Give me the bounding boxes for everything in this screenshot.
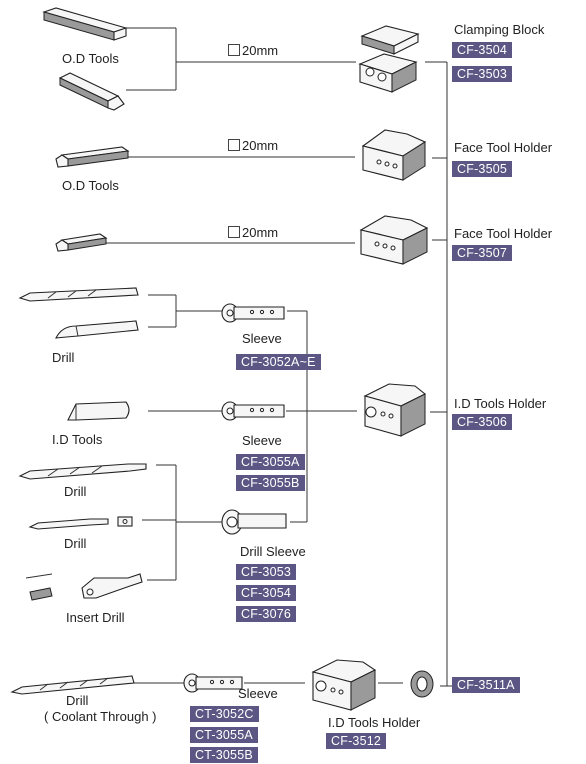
part-code-badge: CF-3055B <box>236 475 305 491</box>
holder-block-icon <box>355 124 431 186</box>
sleeve-label: Sleeve <box>242 433 282 449</box>
part-code-badge: CF-3504 <box>452 42 512 58</box>
od-tools-label: O.D Tools <box>62 51 119 67</box>
part-code-badge: CT-3055A <box>190 727 258 743</box>
sleeve-icon <box>220 508 292 536</box>
tool-bit-icon <box>40 6 130 44</box>
part-code-badge: CF-3052A~E <box>236 354 321 370</box>
coolant-through-label: ( Coolant Through ) <box>44 709 157 725</box>
holder-block-icon <box>355 378 431 442</box>
tool-bit-icon <box>58 70 128 115</box>
part-code-badge: CF-3505 <box>452 161 512 177</box>
boring-bar-icon <box>62 398 134 426</box>
sleeve-icon <box>220 400 292 422</box>
tool-bit-icon <box>52 143 132 173</box>
id-tools-label: I.D Tools <box>52 432 102 448</box>
drill-label: Drill <box>64 484 86 500</box>
part-code-badge: CF-3054 <box>236 585 296 601</box>
sleeve-icon <box>220 302 292 324</box>
part-code-badge: CF-3512 <box>326 733 386 749</box>
id-tools-holder-label: I.D Tools Holder <box>328 715 420 731</box>
part-code-badge: CF-3511A <box>452 677 520 693</box>
id-tools-holder-label: I.D Tools Holder <box>454 396 546 412</box>
face-tool-holder-label: Face Tool Holder <box>454 140 552 156</box>
part-code-badge: CF-3076 <box>236 606 296 622</box>
part-code-badge: CF-3053 <box>236 564 296 580</box>
part-code-badge: CF-3507 <box>452 245 512 261</box>
drill-sleeve-label: Drill Sleeve <box>240 544 306 560</box>
boring-bar-icon <box>52 318 142 344</box>
part-code-badge: CF-3055A <box>236 454 305 470</box>
drill-bit-icon <box>28 511 144 533</box>
face-tool-holder-label: Face Tool Holder <box>454 226 552 242</box>
sleeve-label: Sleeve <box>238 686 278 702</box>
drill-bit-icon <box>20 570 150 610</box>
drill-bit-icon <box>18 286 142 304</box>
tool-bit-icon <box>52 230 108 256</box>
part-code-badge: CF-3503 <box>452 66 512 82</box>
dimension-label: 20mm <box>228 138 278 154</box>
holder-block-icon <box>305 654 381 716</box>
part-code-badge: CT-3052C <box>190 706 259 722</box>
part-code-badge: CT-3055B <box>190 747 258 763</box>
drill-label: Drill <box>52 350 74 366</box>
holder-block-icon <box>355 210 433 272</box>
drill-label: Drill <box>66 693 88 709</box>
dimension-label: 20mm <box>228 225 278 241</box>
drill-label: Drill <box>64 536 86 552</box>
drill-bit-icon <box>18 460 150 482</box>
part-code-badge: CF-3506 <box>452 414 512 430</box>
clamping-block-label: Clamping Block <box>454 22 544 38</box>
ring-icon <box>402 668 442 700</box>
od-tools-label: O.D Tools <box>62 178 119 194</box>
sleeve-label: Sleeve <box>242 331 282 347</box>
dimension-label: 20mm <box>228 43 278 59</box>
insert-drill-label: Insert Drill <box>66 610 125 626</box>
holder-block-icon <box>356 22 428 98</box>
